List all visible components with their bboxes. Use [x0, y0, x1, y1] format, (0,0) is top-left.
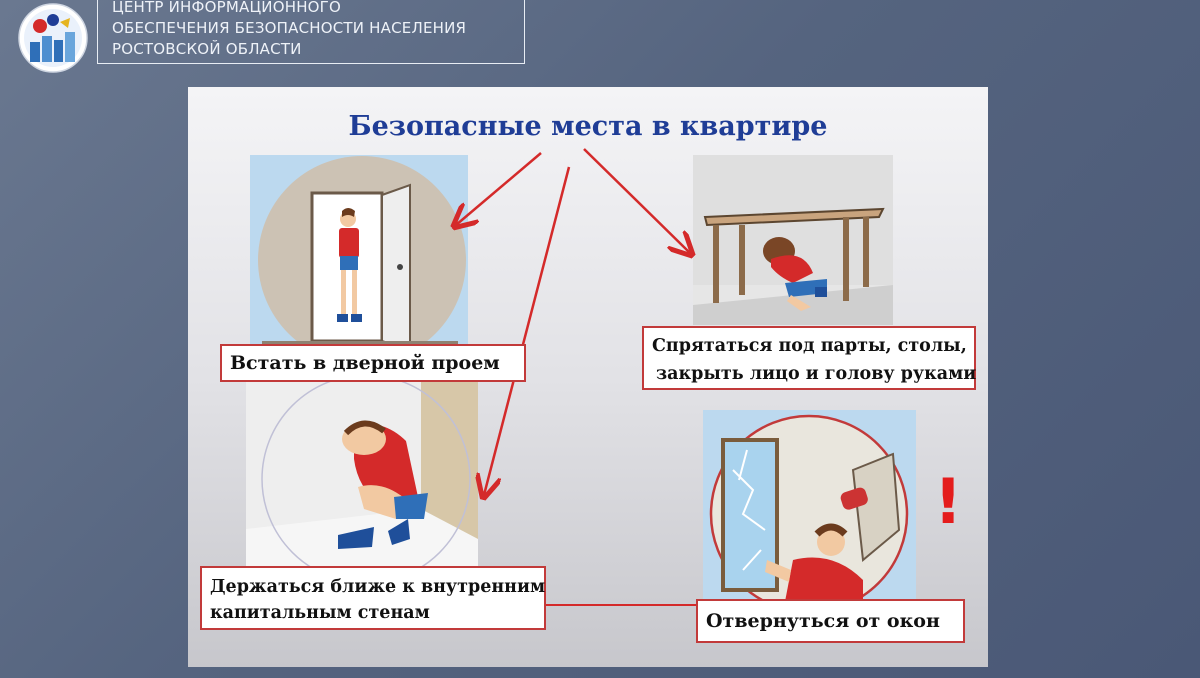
org-name-line-3: РОСТОВСКОЙ ОБЛАСТИ — [112, 40, 302, 58]
label-under-table-line-2: закрыть лицо и голову руками — [656, 364, 977, 384]
label-inner-walls-line-1: Держаться ближе к внутренним — [210, 577, 546, 597]
table-hiding-illustration — [693, 155, 893, 325]
label-inner-walls-line-2: капитальным стенам — [210, 603, 430, 623]
poster-title: Безопасные места в квартире — [348, 111, 828, 142]
inner-wall-illustration — [246, 379, 478, 569]
connector-arrows — [188, 148, 988, 606]
safety-poster: Безопасные места в квартире — [188, 87, 988, 667]
label-inner-walls: Держаться ближе к внутренним капитальным… — [200, 566, 546, 630]
label-doorway-text: Встать в дверной проем — [230, 352, 500, 374]
exclamation-mark: ! — [934, 465, 963, 538]
label-under-table: Спрятаться под парты, столы, закрыть лиц… — [642, 326, 976, 390]
org-name-box: ЦЕНТР ИНФОРМАЦИОННОГО ОБЕСПЕЧЕНИЯ БЕЗОПА… — [97, 0, 525, 64]
org-name-line-1: ЦЕНТР ИНФОРМАЦИОННОГО — [112, 0, 342, 16]
org-logo-icon — [18, 3, 88, 73]
window-illustration — [703, 410, 916, 612]
label-doorway: Встать в дверной проем — [220, 344, 526, 382]
label-under-table-line-1: Спрятаться под парты, столы, — [652, 336, 967, 356]
org-name-line-2: ОБЕСПЕЧЕНИЯ БЕЗОПАСНОСТИ НАСЕЛЕНИЯ — [112, 19, 467, 37]
doorway-illustration — [250, 155, 468, 365]
header: ЦЕНТР ИНФОРМАЦИОННОГО ОБЕСПЕЧЕНИЯ БЕЗОПА… — [0, 0, 530, 73]
label-window-text: Отвернуться от окон — [706, 610, 940, 632]
label-window: Отвернуться от окон — [696, 599, 965, 643]
